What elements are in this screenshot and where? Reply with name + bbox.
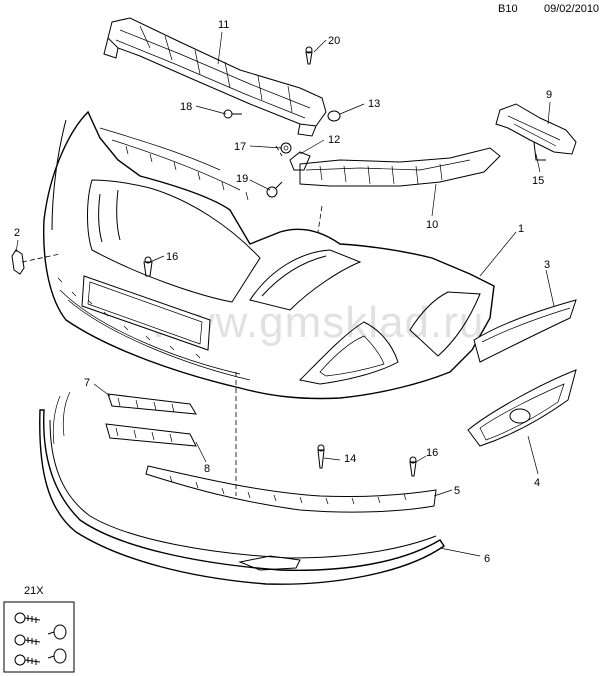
kit-screw-2 — [14, 634, 41, 646]
callout-10: 10 — [426, 219, 438, 231]
fastener-kit-21x: 21X — [3, 585, 75, 673]
fastener-18 — [223, 109, 242, 119]
fastener-20 — [305, 46, 313, 65]
part-10-center-bracket — [289, 147, 501, 187]
callout-1: 1 — [518, 223, 524, 235]
callout-20: 20 — [328, 35, 340, 47]
fastener-19 — [266, 181, 283, 198]
part-9-side-bracket — [495, 103, 577, 161]
kit-clip-1 — [47, 624, 67, 640]
kit-screw-1 — [14, 612, 41, 624]
callout-16-upper: 16 — [166, 251, 178, 263]
diagram-code: B10 — [498, 3, 518, 15]
callout-12: 12 — [328, 134, 340, 146]
part-11-upper-bracket — [103, 17, 327, 137]
part-7-strip — [107, 393, 197, 415]
callout-15: 15 — [532, 175, 544, 187]
callout-2: 2 — [14, 227, 20, 239]
part-1-bumper-fascia — [43, 110, 495, 400]
part-8-strip — [105, 423, 197, 447]
alignment-line-b — [317, 205, 323, 233]
callout-18: 18 — [180, 101, 192, 113]
callout-16-lower: 16 — [426, 447, 438, 459]
callout-13: 13 — [368, 98, 380, 110]
fastener-17 — [280, 142, 292, 154]
leader-lines — [15, 31, 555, 557]
callout-14: 14 — [344, 453, 356, 465]
callout-3: 3 — [544, 259, 550, 271]
callout-5: 5 — [454, 485, 460, 497]
callout-21x: 21X — [24, 585, 44, 597]
fastener-16a — [143, 256, 153, 277]
callout-19: 19 — [236, 173, 248, 185]
fastener-13 — [327, 110, 341, 122]
kit-clip-2 — [47, 648, 67, 664]
callout-8: 8 — [204, 463, 210, 475]
callout-7: 7 — [84, 377, 90, 389]
fastener-16b — [409, 456, 417, 477]
diagram-date: 09/02/2010 — [544, 3, 600, 15]
part-3-grille-insert — [473, 299, 577, 363]
callout-6: 6 — [484, 553, 490, 565]
part-2-clip — [11, 249, 61, 275]
part-6-lower-spoiler — [39, 391, 445, 585]
fastener-14 — [317, 444, 325, 469]
kit-screw-3 — [14, 654, 41, 666]
part-4-foglamp-bezel — [467, 369, 577, 447]
callout-11: 11 — [218, 19, 229, 31]
callout-4: 4 — [534, 477, 540, 489]
callout-9: 9 — [546, 89, 552, 101]
part-5-lower-molding — [145, 465, 437, 513]
callout-17: 17 — [234, 141, 246, 153]
